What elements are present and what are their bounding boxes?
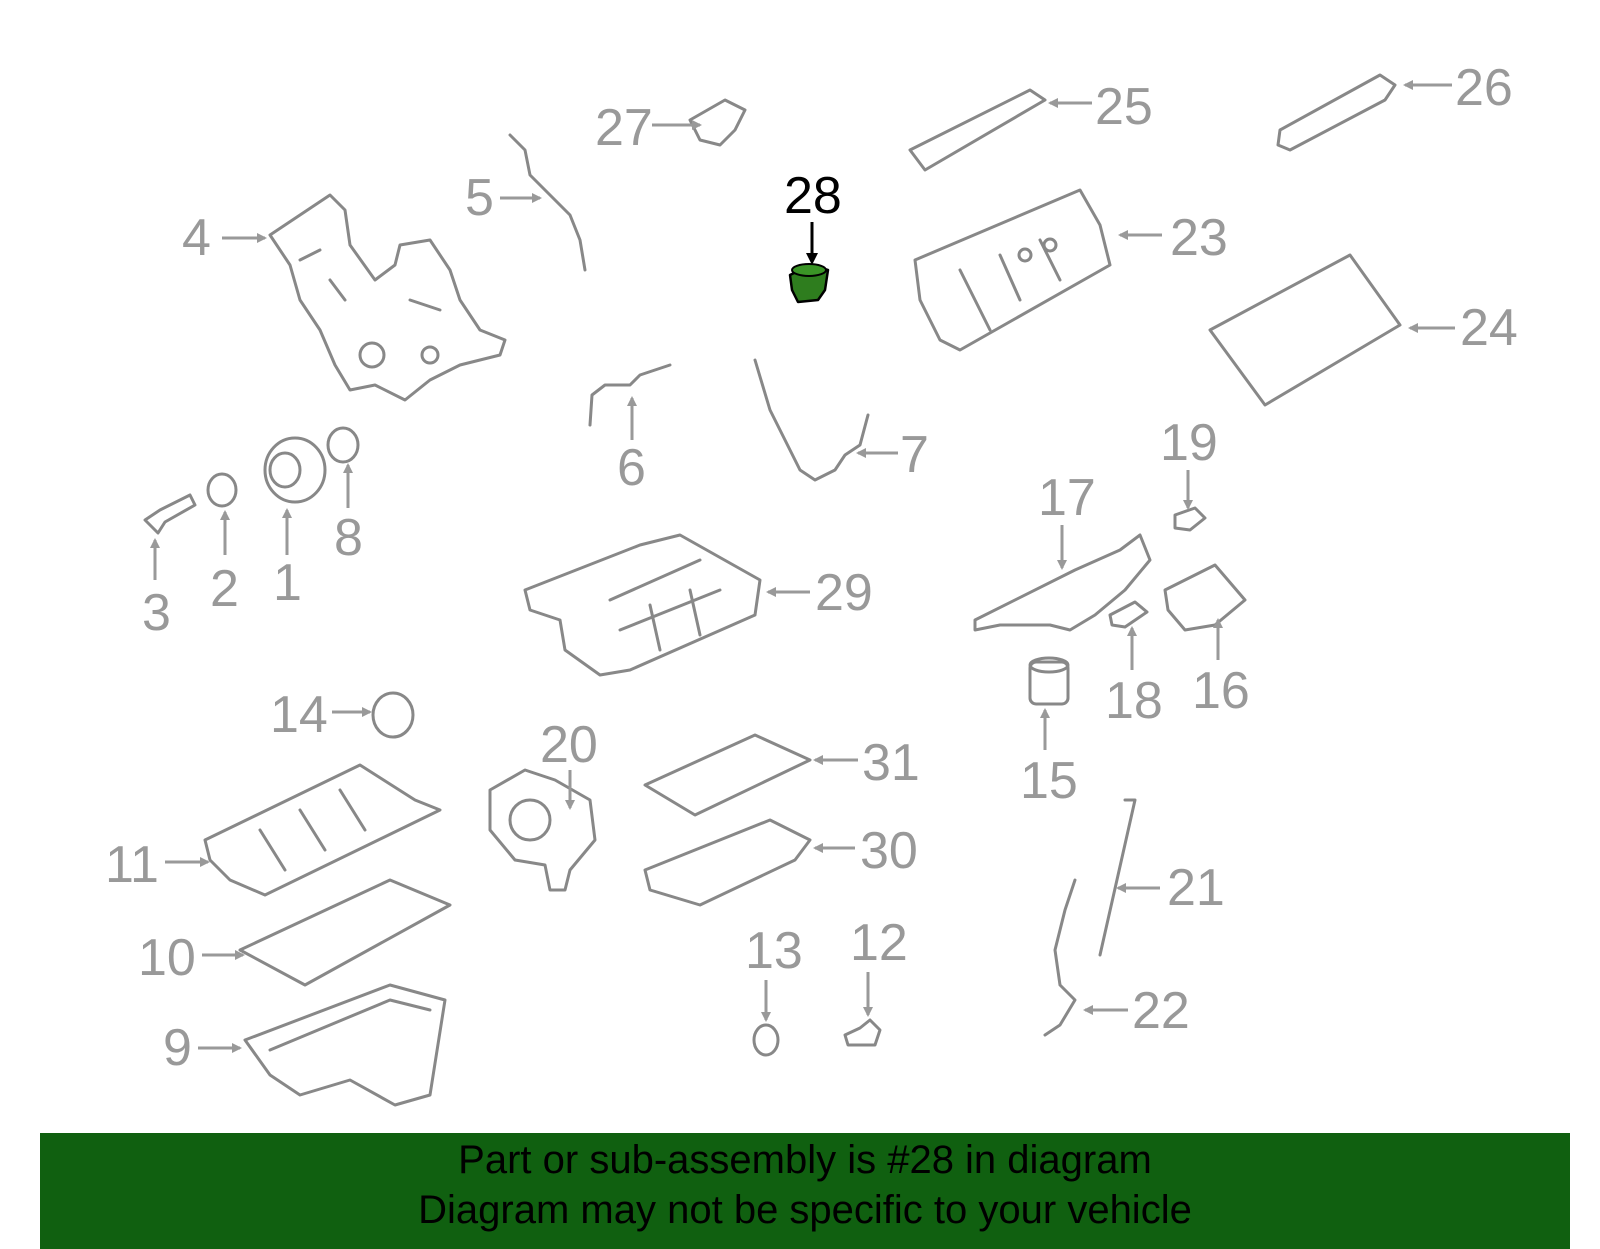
callout-3: 3 <box>142 538 171 642</box>
part-20-oil-pump <box>488 768 597 892</box>
callout-label: 18 <box>1105 672 1163 730</box>
callout-12: 12 <box>850 914 908 1017</box>
callout-24: 24 <box>1408 299 1518 357</box>
callout-label: 31 <box>862 734 920 792</box>
callout-17: 17 <box>1038 469 1096 570</box>
part-25-gasket <box>908 88 1047 172</box>
callout-label: 7 <box>900 426 929 484</box>
part-30-pan <box>643 818 812 907</box>
part-23-valve-cover <box>913 188 1112 352</box>
callout-6: 6 <box>617 396 646 497</box>
callout-label: 13 <box>745 922 803 980</box>
callout-label: 15 <box>1020 752 1078 810</box>
callout-label: 29 <box>815 564 873 622</box>
part-3-bolt <box>143 493 197 535</box>
part-16-module <box>1163 563 1247 632</box>
callout-label: 14 <box>270 686 328 744</box>
part-24-gasket <box>1208 253 1402 407</box>
engine-parts-diagram: 1 2 3 4 5 6 7 8 9 10 11 12 <box>105 59 1518 1107</box>
callout-13: 13 <box>745 922 803 1022</box>
callout-label: 12 <box>850 914 908 972</box>
part-8-seal <box>326 426 360 464</box>
part-18-part <box>1108 600 1149 629</box>
part-22-tube <box>1043 878 1077 1037</box>
part-9-oil-pan <box>243 983 447 1107</box>
callout-label: 6 <box>617 439 646 497</box>
callout-18: 18 <box>1105 626 1163 730</box>
callout-4: 4 <box>182 209 267 267</box>
callout-label: 10 <box>138 929 196 987</box>
callout-label: 21 <box>1167 859 1225 917</box>
part-12-bolt <box>843 1018 882 1047</box>
callout-30: 30 <box>813 822 918 880</box>
banner-part-text: Part or sub-assembly is #28 in diagram <box>458 1138 1152 1182</box>
callout-label: 9 <box>163 1019 192 1077</box>
callout-label: 4 <box>182 209 211 267</box>
part-29-intake-manifold <box>523 533 762 677</box>
callout-5: 5 <box>465 169 542 227</box>
part-2-washer <box>206 472 238 508</box>
callout-1: 1 <box>273 508 302 612</box>
callout-22: 22 <box>1083 982 1190 1040</box>
part-21-dipstick <box>1098 798 1137 957</box>
part-5-gasket <box>508 133 587 272</box>
callout-label: 30 <box>860 822 918 880</box>
part-6-gasket <box>588 363 672 427</box>
callout-label: 1 <box>273 554 302 612</box>
callout-label: 23 <box>1170 209 1228 267</box>
callout-label: 24 <box>1460 299 1518 357</box>
callout-27: 27 <box>595 99 702 157</box>
part-11-bearing-cap <box>203 763 442 897</box>
callout-label: 22 <box>1132 982 1190 1040</box>
callout-9: 9 <box>163 1019 242 1077</box>
part-28-highlighted <box>788 263 830 304</box>
callout-label: 5 <box>465 169 494 227</box>
callout-label: 27 <box>595 99 653 157</box>
callout-label: 8 <box>334 509 363 567</box>
callout-23: 23 <box>1118 209 1228 267</box>
callout-label: 20 <box>540 716 598 774</box>
callout-25: 25 <box>1048 78 1153 136</box>
callout-7: 7 <box>856 426 929 484</box>
callout-19: 19 <box>1160 414 1218 510</box>
callout-20: 20 <box>540 716 598 810</box>
callout-label: 25 <box>1095 78 1153 136</box>
callout-8: 8 <box>334 463 363 567</box>
banner-disclaimer-text: Diagram may not be specific to your vehi… <box>418 1188 1192 1232</box>
callout-label: 3 <box>142 584 171 642</box>
part-10-gasket <box>238 878 452 987</box>
info-banner: Part or sub-assembly is #28 in diagram D… <box>40 1133 1570 1249</box>
callout-28-highlighted: 28 <box>784 167 842 265</box>
part-1-pulley <box>263 436 327 504</box>
part-7-gasket <box>753 358 870 482</box>
part-17-bracket <box>973 533 1152 632</box>
callout-10: 10 <box>138 929 245 987</box>
part-15-oil-filter <box>1028 656 1070 706</box>
callout-14: 14 <box>270 686 372 744</box>
callout-label: 26 <box>1455 59 1513 117</box>
part-27-bracket <box>688 98 747 147</box>
callout-label: 11 <box>105 836 159 894</box>
part-19-sensor <box>1173 506 1207 532</box>
callout-16: 16 <box>1192 618 1250 720</box>
callout-label: 28 <box>784 167 842 225</box>
part-14-seal <box>371 691 415 739</box>
callout-label: 2 <box>210 560 239 618</box>
callout-29: 29 <box>766 564 873 622</box>
callout-15: 15 <box>1020 708 1078 810</box>
callout-21: 21 <box>1116 859 1225 917</box>
part-4-timing-cover <box>268 193 507 402</box>
callout-31: 31 <box>813 734 920 792</box>
part-26-cover <box>1276 73 1397 152</box>
part-31-gasket <box>643 733 812 817</box>
part-13-seal <box>752 1023 780 1057</box>
callout-label: 19 <box>1160 414 1218 472</box>
callout-11: 11 <box>105 836 210 894</box>
callout-2: 2 <box>210 510 239 618</box>
callout-label: 17 <box>1038 469 1096 527</box>
callout-26: 26 <box>1403 59 1513 117</box>
callout-label: 16 <box>1192 662 1250 720</box>
